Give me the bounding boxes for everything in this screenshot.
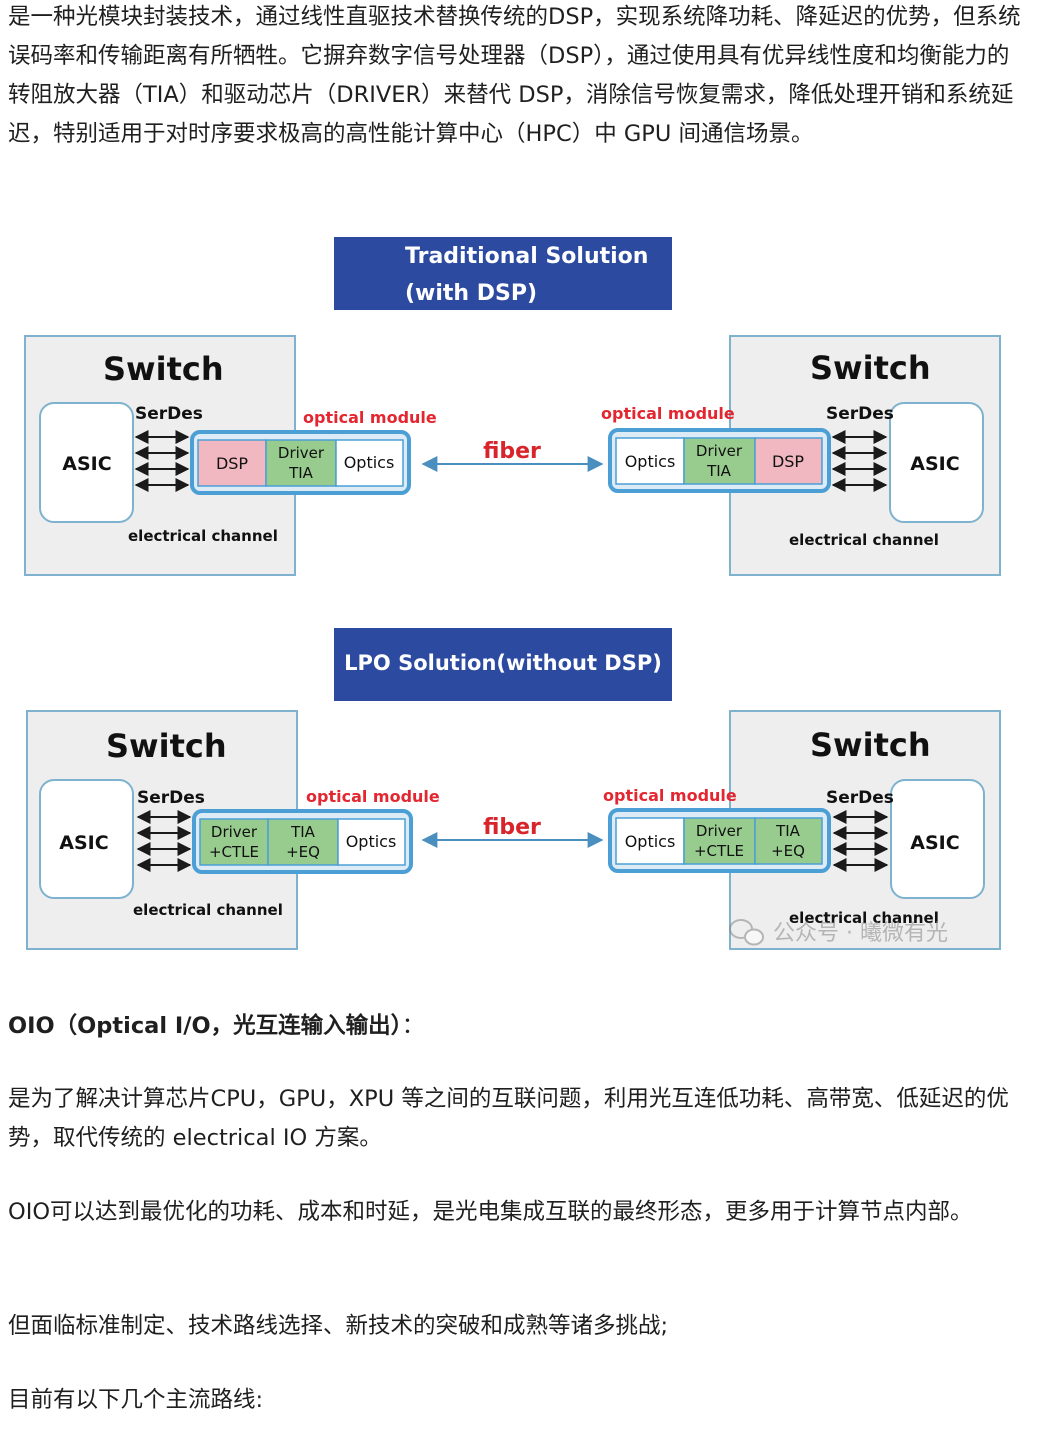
optics-label: Optics	[344, 453, 395, 472]
asic-label: ASIC	[910, 832, 959, 854]
serdes-label: SerDes	[826, 404, 894, 424]
oio-description: 是为了解决计算芯片CPU，GPU，XPU 等之间的互联问题，利用光互连低功耗、高…	[8, 1086, 1009, 1151]
oio-heading-colon: ：	[401, 1013, 425, 1039]
serdes-arrows	[831, 430, 888, 492]
optical-module-label-right: optical module	[601, 404, 735, 423]
driver-ctle-block	[683, 817, 756, 865]
lpo-right-optical-module: Optics Driver +CTLE TIA +EQ	[608, 808, 831, 873]
ctle-label: +CTLE	[209, 843, 259, 861]
dsp-block	[754, 437, 823, 485]
traditional-title-line2: (with DSP)	[405, 281, 537, 306]
driver-label: Driver	[211, 823, 258, 841]
optical-module-label-right: optical module	[603, 786, 737, 805]
electrical-channel-label: electrical channel	[789, 909, 939, 927]
tia-eq-block	[267, 818, 339, 866]
asic-box	[890, 779, 985, 899]
eq-label: +EQ	[771, 842, 805, 860]
eq-label: +EQ	[286, 843, 320, 861]
driver-tia-block	[683, 437, 756, 485]
switch-label: Switch	[106, 727, 227, 765]
optics-block	[337, 818, 406, 866]
optics-block	[615, 817, 685, 865]
asic-box	[39, 779, 134, 899]
asic-label: ASIC	[59, 832, 108, 854]
traditional-right-optical-module: Optics Driver TIA DSP	[608, 428, 831, 493]
lpo-vs-traditional-diagram: Traditional Solution (with DSP) Switch A…	[24, 237, 1001, 950]
optics-label: Optics	[625, 452, 676, 471]
traditional-title-line1: Traditional Solution	[405, 244, 648, 269]
routes-paragraph: 目前有以下几个主流路线:	[8, 1387, 264, 1413]
lpo-left-switch: Switch ASIC SerDes electrical channel	[26, 710, 298, 950]
oio-heading-text: OIO（Optical I/O，光互连输入输出）	[8, 1013, 402, 1039]
electrical-channel-label: electrical channel	[128, 527, 278, 545]
dsp-label: DSP	[772, 452, 804, 471]
wechat-icon	[729, 919, 764, 946]
switch-label: Switch	[810, 349, 931, 387]
serdes-arrows	[136, 810, 192, 872]
fiber-label: fiber	[483, 439, 541, 464]
wechat-watermark: 公众号 · 曦微有光	[729, 919, 948, 946]
optics-block	[335, 439, 404, 487]
optics-block	[615, 437, 685, 485]
dsp-label: DSP	[216, 454, 248, 473]
serdes-label: SerDes	[137, 788, 205, 808]
switch-label: Switch	[810, 726, 931, 764]
lpo-title: LPO Solution(without DSP)	[344, 651, 662, 675]
intro-paragraph: 是一种光模块封装技术，通过线性直驱技术替换传统的DSP，实现系统降功耗、降延迟的…	[8, 4, 1021, 147]
oio-benefit: OIO可以达到最优化的功耗、成本和时延，是光电集成互联的最终形态，更多用于计算节…	[8, 1199, 973, 1225]
asic-label: ASIC	[62, 453, 111, 475]
electrical-channel-label: electrical channel	[789, 531, 939, 549]
oio-heading: OIO（Optical I/O，光互连输入输出）：	[8, 1007, 1028, 1046]
tia-label: TIA	[775, 822, 801, 840]
tia-eq-block	[754, 817, 823, 865]
traditional-left-optical-module: DSP Driver TIA Optics	[190, 430, 411, 495]
asic-box	[889, 402, 984, 523]
asic-label: ASIC	[910, 453, 959, 475]
traditional-title-banner: Traditional Solution (with DSP)	[334, 237, 672, 310]
serdes-label: SerDes	[135, 404, 203, 424]
watermark-text: 公众号 · 曦微有光	[773, 921, 948, 946]
optics-label: Optics	[625, 832, 676, 851]
ctle-label: +CTLE	[694, 842, 744, 860]
asic-box	[39, 402, 134, 523]
driver-label: Driver	[696, 442, 743, 460]
switch-label: Switch	[103, 350, 224, 388]
driver-label: Driver	[278, 444, 325, 462]
serdes-label: SerDes	[826, 788, 894, 808]
serdes-arrows	[134, 430, 190, 492]
fiber-label: fiber	[483, 815, 541, 840]
optical-module-label-left: optical module	[306, 787, 440, 806]
optics-label: Optics	[346, 832, 397, 851]
tia-label: TIA	[288, 464, 314, 482]
driver-tia-block	[265, 439, 337, 487]
lpo-left-optical-module: Driver +CTLE TIA +EQ Optics	[192, 809, 413, 874]
driver-label: Driver	[696, 822, 743, 840]
electrical-channel-label: electrical channel	[133, 901, 283, 919]
tia-label: TIA	[706, 462, 732, 480]
serdes-arrows	[832, 810, 889, 872]
driver-ctle-block	[199, 818, 269, 866]
lpo-title-banner: LPO Solution(without DSP)	[334, 628, 672, 701]
tia-label: TIA	[290, 823, 316, 841]
challenges-paragraph: 但面临标准制定、技术路线选择、新技术的突破和成熟等诸多挑战;	[8, 1313, 669, 1339]
optical-module-label-left: optical module	[303, 408, 437, 427]
